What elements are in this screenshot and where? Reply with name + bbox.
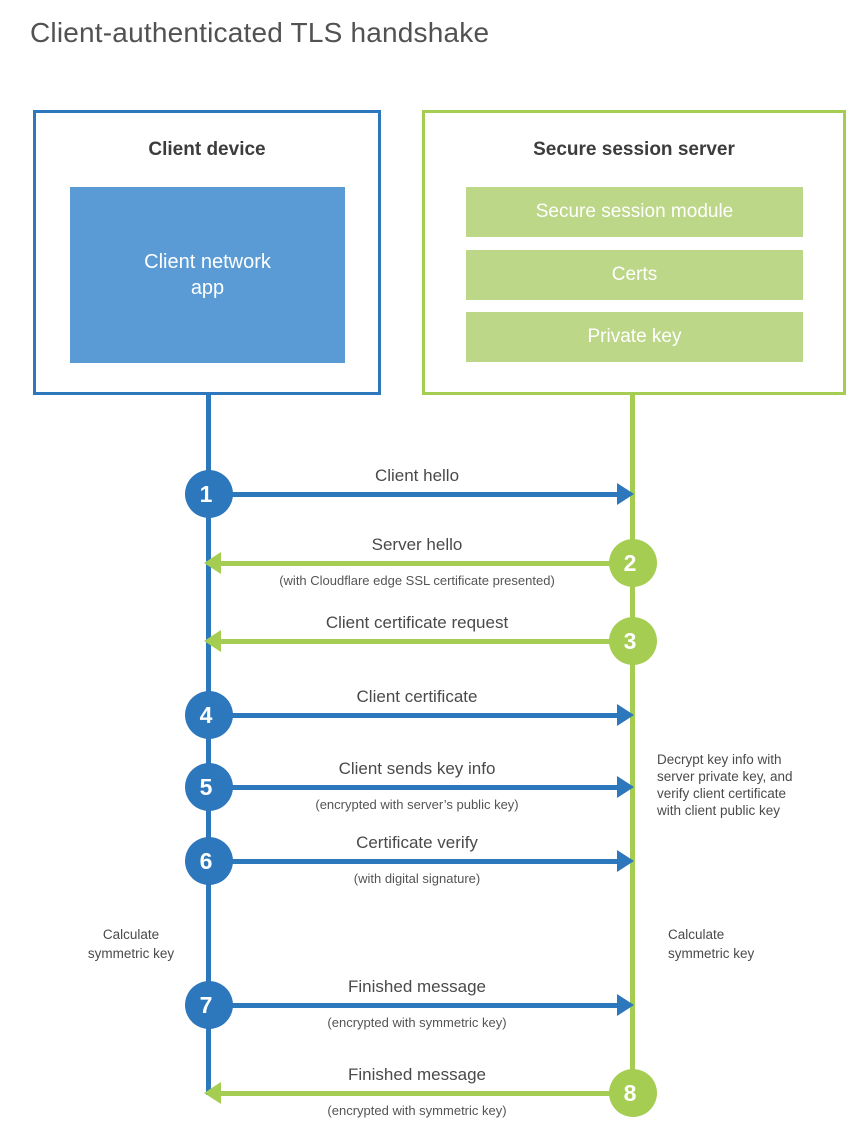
message-arrow-line [220, 1091, 631, 1096]
message-arrow-line [211, 859, 621, 864]
arrowhead-right-icon [617, 704, 634, 726]
message-label: Finished message [348, 977, 486, 996]
note-calculate-symmetric-key-server: Calculate symmetric key [668, 927, 755, 961]
arrowhead-right-icon [617, 776, 634, 798]
step-circle: 3 [609, 617, 657, 665]
step-number: 3 [623, 627, 637, 654]
message-arrow-line [211, 1003, 621, 1008]
private-key-bar: Private key [466, 312, 803, 362]
arrowhead-left-icon [204, 552, 221, 574]
note-decrypt-key-info: Decrypt key info with server private key… [657, 752, 793, 818]
message-sublabel: (encrypted with symmetric key) [327, 1015, 507, 1030]
step-number: 4 [199, 701, 213, 728]
step-circle: 5 [185, 763, 233, 811]
step-number: 8 [623, 1079, 637, 1106]
message-arrow-line [211, 785, 621, 790]
step-circle: 6 [185, 837, 233, 885]
step-circle: 4 [185, 691, 233, 739]
step-circle: 1 [185, 470, 233, 518]
message-arrow-line [211, 713, 621, 718]
message-label: Client sends key info [338, 759, 496, 778]
arrowhead-left-icon [204, 1082, 221, 1104]
secure-session-server-box: Secure session server Secure session mod… [422, 110, 846, 395]
message-sublabel: (with digital signature) [353, 871, 481, 886]
client-lifeline [206, 392, 211, 1095]
message-sublabel: (encrypted with server’s public key) [315, 797, 519, 812]
message-sublabel: (with Cloudflare edge SSL certificate pr… [279, 573, 555, 588]
secure-session-module-bar: Secure session module [466, 187, 803, 237]
step-number: 5 [199, 773, 213, 800]
message-arrow-line [211, 492, 621, 497]
message-label: Client hello [374, 466, 460, 485]
arrowhead-right-icon [617, 850, 634, 872]
step-circle: 8 [609, 1069, 657, 1117]
step-number: 1 [199, 480, 213, 507]
note-calculate-symmetric-key-client: Calculate symmetric key [87, 927, 175, 961]
client-device-box: Client device Client network app [33, 110, 381, 395]
client-device-title: Client device [148, 139, 266, 160]
step-number: 6 [199, 847, 213, 874]
message-label: Certificate verify [356, 833, 478, 852]
certs-bar: Certs [466, 250, 803, 300]
message-arrow-line [220, 561, 631, 566]
step-number: 2 [623, 549, 637, 576]
client-network-app-label: Client network app [144, 251, 271, 299]
client-network-app-box: Client network app [70, 187, 345, 363]
step-circle: 2 [609, 539, 657, 587]
message-label: Client certificate request [325, 613, 509, 632]
server-lifeline [630, 392, 635, 1095]
secure-session-server-title: Secure session server [533, 139, 735, 160]
message-label: Client certificate [356, 687, 478, 706]
message-arrow-line [220, 639, 631, 644]
message-label: Server hello [371, 535, 463, 554]
page-title: Client-authenticated TLS handshake [30, 17, 490, 48]
step-number: 7 [199, 991, 213, 1018]
message-sublabel: (encrypted with symmetric key) [327, 1103, 507, 1118]
message-label: Finished message [348, 1065, 486, 1084]
arrowhead-right-icon [617, 994, 634, 1016]
arrowhead-left-icon [204, 630, 221, 652]
step-circle: 7 [185, 981, 233, 1029]
arrowhead-right-icon [617, 483, 634, 505]
